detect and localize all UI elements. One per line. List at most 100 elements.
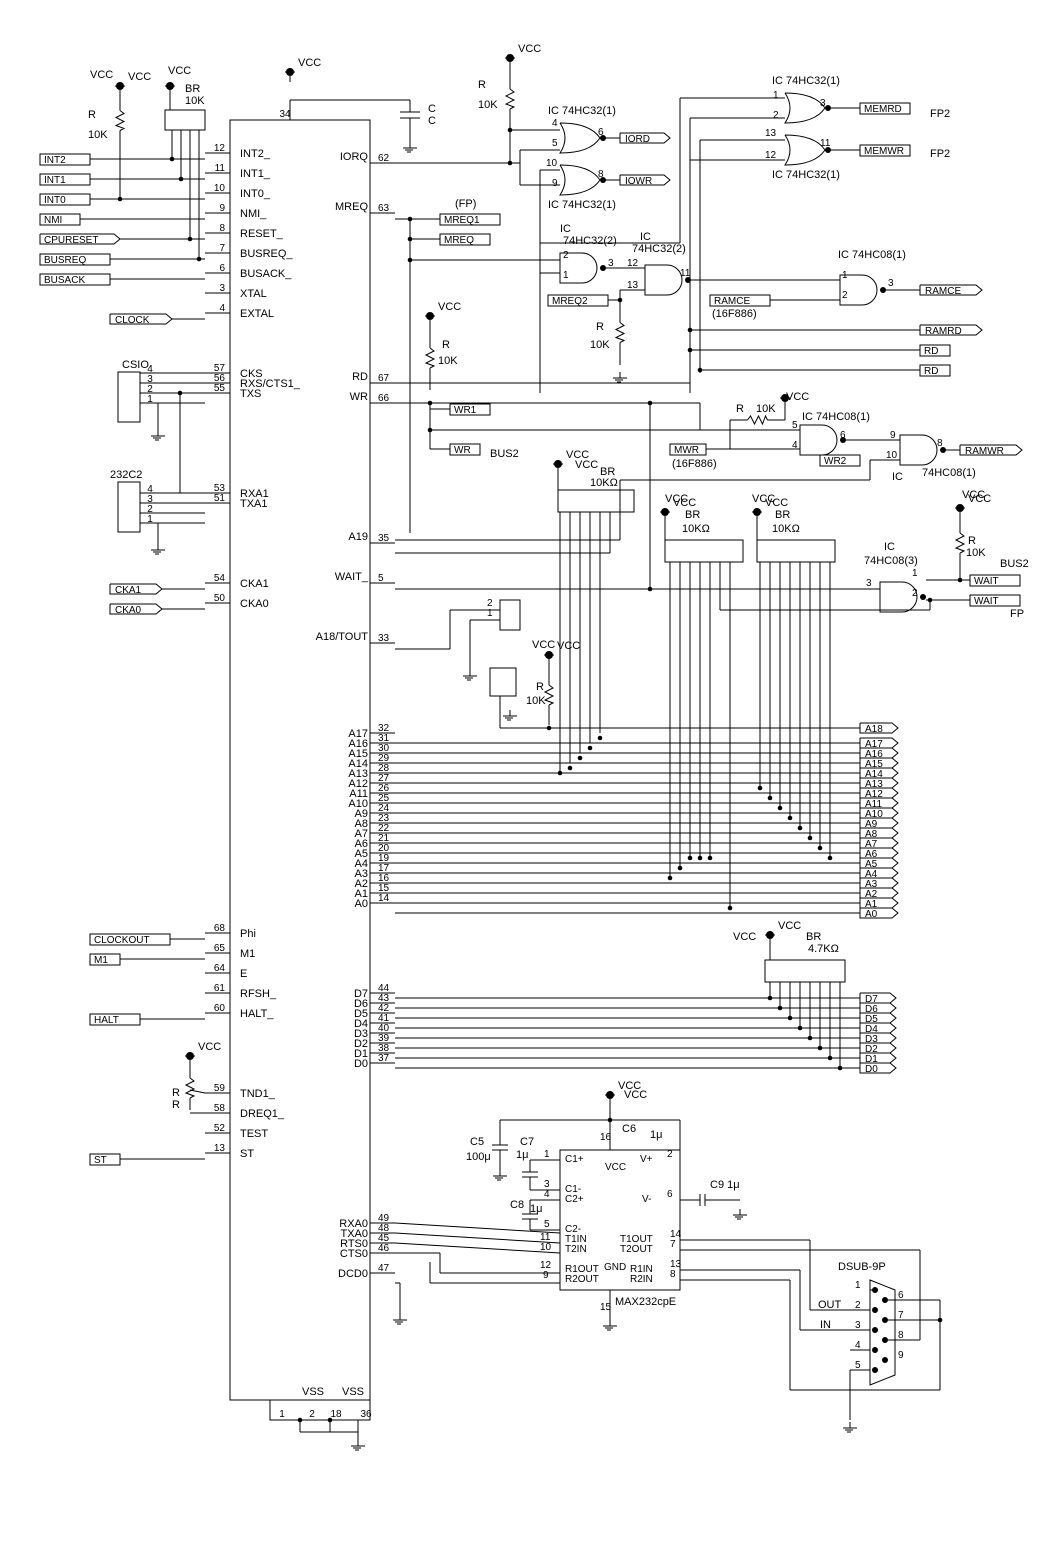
net-wr2-tag [819, 454, 861, 467]
pin-number: 13 [627, 280, 639, 291]
bus2-label: BUS2 [1000, 558, 1029, 570]
pin-number: 2 [855, 1300, 861, 1311]
bus-D4: D4 [865, 1024, 878, 1035]
cpu-pin-number: 3 [219, 283, 225, 294]
pin-number: 11 [820, 138, 831, 149]
cpu-pin-name: D4 [354, 1018, 368, 1030]
cpu-pin-number: 32 [378, 723, 390, 734]
pin-number: 6 [840, 430, 846, 441]
cpu-pin-name: D3 [354, 1028, 368, 1040]
sig-halt: HALT [94, 1015, 119, 1026]
cpu-pin-name: XTAL [240, 288, 267, 300]
bus-A18-tag [859, 722, 899, 734]
sig-int0: INT0 [44, 195, 66, 206]
pin-number: 5 [552, 138, 558, 149]
r-label: R [596, 321, 604, 333]
nand-gate-a [559, 252, 598, 284]
dsub-pin [882, 1337, 888, 1343]
r-label: R [478, 79, 486, 91]
resistor [543, 684, 555, 706]
r-label: 10K [590, 339, 610, 351]
cpu-pin-name: E [240, 968, 247, 980]
sig-clockout: CLOCKOUT [94, 935, 150, 946]
dsub-pin [872, 1327, 878, 1333]
net-memrd: MEMRD [864, 104, 902, 115]
bus-A4-tag [859, 867, 899, 879]
junction-dot [169, 156, 175, 162]
pin-number: 2 [147, 504, 153, 515]
cpu-pin-name: A6 [355, 838, 368, 850]
dsub-pin [872, 1307, 878, 1313]
sig-cka1: CKA1 [115, 585, 142, 596]
bus-D5-tag [859, 1012, 897, 1024]
cpu-pin-name: A15 [348, 748, 368, 760]
dsub-pin [882, 1297, 888, 1303]
net-wait-fp-tag [969, 594, 1021, 607]
bus-A6: A6 [865, 849, 878, 860]
max-pin: C2- [565, 1224, 581, 1235]
cpu-pin-number: 27 [378, 773, 390, 784]
cpu-pin-name: D1 [354, 1048, 368, 1060]
r-label: 10K [966, 547, 986, 559]
sig-clock-tag [109, 313, 173, 325]
sig-st: ST [94, 1155, 107, 1166]
cpu-pin-number: 60 [214, 1003, 226, 1014]
resistor [424, 347, 436, 369]
sig-clock: CLOCK [115, 315, 150, 326]
dsub-out-label: OUT [818, 1299, 842, 1311]
cpu-pin-number: 58 [214, 1103, 226, 1114]
and-gate-c [899, 434, 938, 466]
dsub-pin [872, 1347, 878, 1353]
wire [394, 1232, 561, 1244]
bus-D1: D1 [865, 1054, 878, 1065]
fp2-label: FP2 [930, 108, 950, 120]
bus-A9-tag [859, 817, 899, 829]
bus2-label: BUS2 [490, 448, 519, 460]
cpu-pin-number: 14 [378, 893, 390, 904]
junction-dot [507, 160, 513, 166]
junction-dot [587, 745, 593, 751]
sig-int1: INT1 [44, 175, 66, 186]
bus-A7-tag [859, 837, 899, 849]
jumper-b [489, 667, 517, 697]
vcc-label: VCC [624, 1089, 647, 1101]
br-label: BR [600, 466, 615, 478]
vss-label: VSS [302, 1386, 324, 1398]
r-label: 10K [438, 355, 458, 367]
dsub-pin [882, 1317, 888, 1323]
bus-A0: A0 [865, 909, 878, 920]
cpu-pin-number: 9 [219, 203, 225, 214]
net-ramce-tag [919, 284, 983, 296]
and-gate-b-bubble [840, 437, 846, 443]
max-pin: R1OUT [565, 1264, 599, 1275]
cpu-pin-name: CTS0 [340, 1248, 368, 1260]
pin-number: 4 [855, 1340, 861, 1351]
cpu-pin-name: TND1_ [240, 1088, 276, 1100]
cpu-pin-number: 11 [215, 163, 226, 174]
cpu-pin-name: RD [352, 371, 368, 383]
bus-A9: A9 [865, 819, 878, 830]
cpu-pin-number: 34 [279, 109, 291, 120]
resistor [114, 110, 126, 131]
junction-dot [697, 367, 703, 373]
cpu-pin-number: 56 [214, 373, 226, 384]
bus-D7-tag [859, 992, 897, 1004]
junction-dot [787, 1015, 793, 1021]
ic-label: IC 74HC32(1) [772, 75, 840, 87]
net-iowr: IOWR [625, 176, 652, 187]
junction-dot [567, 765, 573, 771]
bus-A5: A5 [865, 859, 878, 870]
cpu-pin-name: M1 [240, 948, 255, 960]
cpu-pin-number: 43 [378, 993, 390, 1004]
pin-number: 1 [544, 1149, 550, 1160]
pin-number: 9 [543, 1270, 549, 1281]
r-label: R [736, 403, 744, 415]
cpu-pin-name: Phi [240, 928, 256, 940]
r-label: 10K [756, 403, 776, 415]
pin-number: 4 [147, 364, 153, 375]
bus-A3-tag [859, 877, 899, 889]
br-array-2 [664, 539, 744, 563]
vss-label: VSS [342, 1386, 364, 1398]
cap-label: 1μ [530, 1203, 542, 1215]
